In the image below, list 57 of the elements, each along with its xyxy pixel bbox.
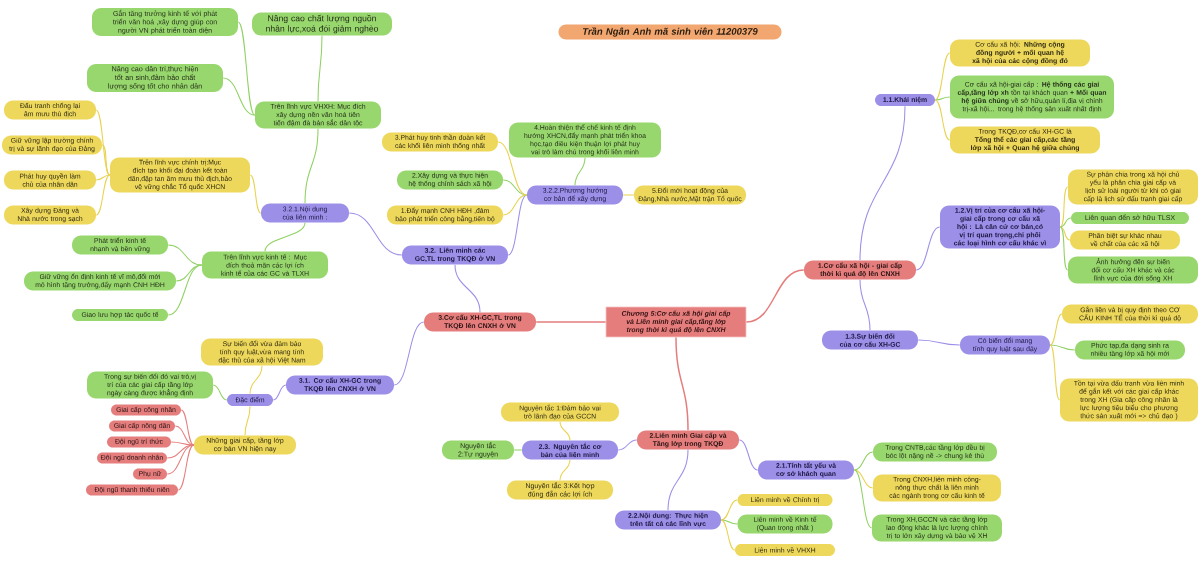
branch-line xyxy=(249,365,263,395)
branch-line xyxy=(1049,313,1063,346)
branch-line xyxy=(1049,344,1061,401)
branch-line xyxy=(559,421,571,441)
branch-line xyxy=(497,141,528,196)
branch-line xyxy=(853,451,874,471)
branch-line xyxy=(237,21,256,116)
branch-line xyxy=(859,105,906,261)
branch-line xyxy=(513,449,523,451)
branch-line xyxy=(535,321,607,323)
branch-line xyxy=(170,441,195,446)
branch-line xyxy=(745,269,805,323)
branch-line xyxy=(95,174,111,181)
branch-line xyxy=(222,77,256,116)
branch-line xyxy=(738,439,759,471)
topic-bubble: Nâng cao chất lượng nguồn nhân lực,xoá đói giảm nghèo xyxy=(252,12,392,36)
branch-line xyxy=(272,384,287,401)
branch-line xyxy=(574,157,586,186)
branch-line xyxy=(317,35,323,102)
branch-line xyxy=(212,384,228,401)
branch-line xyxy=(244,405,251,436)
branch-line xyxy=(720,519,736,551)
branch-line xyxy=(180,409,195,446)
branch-line xyxy=(167,264,203,316)
branch-line xyxy=(1059,226,1071,241)
branch-line xyxy=(502,194,528,216)
branch-line xyxy=(853,469,873,529)
branch-line xyxy=(166,444,195,475)
branch-line xyxy=(454,264,481,313)
branch-line xyxy=(917,339,961,346)
branch-line xyxy=(348,212,403,256)
branch-line xyxy=(675,336,689,432)
branch-line xyxy=(559,459,571,481)
branch-line xyxy=(507,194,528,256)
branch-line xyxy=(167,244,203,266)
branch-line xyxy=(304,128,319,204)
name-banner: Trần Ngân Anh mã sinh viên 11200379 xyxy=(558,24,782,40)
branch-line xyxy=(915,226,941,271)
branch-line xyxy=(393,321,425,386)
branch-line xyxy=(853,469,874,489)
branch-line xyxy=(667,449,689,511)
branch-line xyxy=(1049,344,1076,351)
branch-line xyxy=(934,52,951,101)
branch-line xyxy=(264,222,306,252)
branch-line xyxy=(1059,226,1069,271)
branch-line xyxy=(1059,186,1069,228)
branch-line xyxy=(177,444,195,491)
branch-line xyxy=(934,96,951,101)
branch-line xyxy=(622,194,635,196)
branch-line xyxy=(859,279,871,331)
branch-line xyxy=(95,174,111,216)
branch-line xyxy=(617,439,638,451)
branch-line xyxy=(720,499,738,521)
branch-line xyxy=(1059,217,1072,228)
branch-line xyxy=(934,99,951,141)
branch-line xyxy=(101,144,111,176)
branch-line xyxy=(249,174,262,214)
